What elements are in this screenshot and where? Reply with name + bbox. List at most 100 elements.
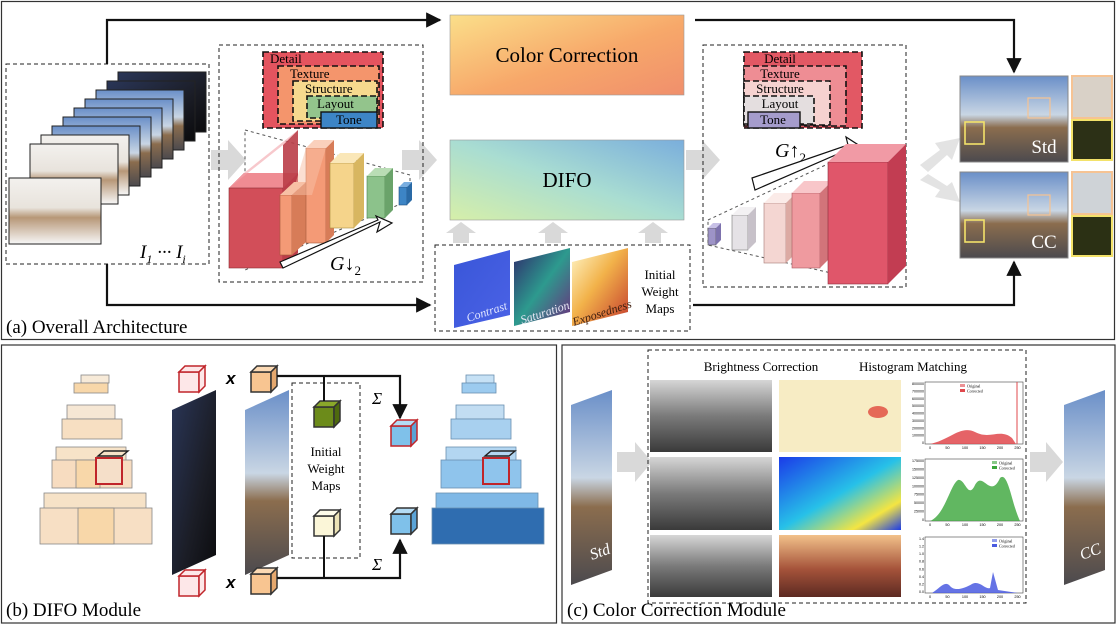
panel-c-caption: (c) Color Correction Module bbox=[567, 600, 786, 621]
top-sum-arrow bbox=[277, 374, 408, 420]
dec-tone-box bbox=[747, 111, 801, 129]
hist1-xtick-2: 100 bbox=[962, 446, 968, 450]
output-cube-bottom bbox=[389, 506, 419, 536]
up-arrow-3 bbox=[638, 222, 668, 243]
to-cc-arrow bbox=[693, 260, 1022, 307]
level-tone-box bbox=[320, 111, 378, 129]
encoder-blocks bbox=[228, 129, 412, 271]
warm-image bbox=[779, 535, 901, 597]
hist3-xtick-1: 50 bbox=[945, 595, 949, 599]
svg-text:Corrected: Corrected bbox=[999, 544, 1015, 549]
hist1-xtick-0: 0 bbox=[929, 446, 931, 450]
hist1-xtick-4: 200 bbox=[997, 446, 1003, 450]
heatmap-hotspot bbox=[868, 406, 888, 418]
hist1-xtick-1: 50 bbox=[945, 446, 949, 450]
hist1-ytick-8: 0 bbox=[922, 441, 924, 445]
difo-iwm-3: Maps bbox=[312, 478, 341, 493]
cc-zoom-dark bbox=[1071, 215, 1113, 257]
hist3-ytick-5: 0.4 bbox=[919, 575, 924, 579]
enc-level-structure: Structure bbox=[305, 81, 353, 96]
hist2-ytick-2: 125000 bbox=[912, 476, 924, 480]
initial-weight-maps-label-2: Weight bbox=[641, 284, 679, 299]
bright-exposure-image bbox=[245, 390, 289, 575]
encoder-frame bbox=[218, 44, 424, 283]
weight-map-images bbox=[454, 248, 628, 328]
weight-cube-cream bbox=[312, 508, 342, 538]
enc-level-texture: Texture bbox=[290, 66, 330, 81]
hist2-xtick-2: 100 bbox=[962, 523, 968, 527]
hist2-xtick-1: 50 bbox=[945, 523, 949, 527]
hist2-xtick-3: 150 bbox=[979, 523, 985, 527]
hist3-xtick-4: 200 bbox=[997, 595, 1003, 599]
bottom-sum-arrow bbox=[277, 538, 408, 580]
histogram-matching-label: Histogram Matching bbox=[859, 359, 967, 374]
downsample-label: G↓2 bbox=[330, 253, 361, 278]
enc-level-tone: Tone bbox=[336, 112, 362, 127]
cc-gray-arrow-in bbox=[617, 442, 652, 482]
enc-level-layout: Layout bbox=[317, 96, 354, 111]
to-std-arrow bbox=[695, 18, 1022, 74]
gray-image-1 bbox=[650, 380, 772, 452]
hist1-xtick-5: 250 bbox=[1014, 446, 1020, 450]
gray-image-2 bbox=[650, 457, 772, 530]
svg-text:Original: Original bbox=[967, 384, 981, 389]
input-pyramid bbox=[39, 374, 153, 545]
hist1-ytick-0: 800000 bbox=[912, 382, 924, 386]
output-cc-image: CC bbox=[959, 171, 1069, 259]
cc-zoom-cloud bbox=[1071, 171, 1113, 215]
gray-arrow-2 bbox=[402, 140, 437, 180]
hist2-ytick-4: 75000 bbox=[914, 493, 924, 497]
hist2-ytick-1: 150000 bbox=[912, 467, 924, 471]
output-std-image: Std bbox=[959, 75, 1069, 163]
selected-output-cell-top bbox=[483, 450, 517, 457]
hist2-ytick-0: 175000 bbox=[912, 459, 924, 463]
color-correction-block bbox=[449, 14, 685, 96]
hist3-ytick-3: 0.8 bbox=[919, 560, 924, 564]
gray-image-3 bbox=[650, 535, 772, 597]
weight-cube-top bbox=[177, 364, 207, 394]
dark-exposure-image bbox=[172, 390, 216, 575]
gray-arrow-1 bbox=[211, 140, 246, 180]
svg-text:Original: Original bbox=[999, 461, 1013, 466]
hist3-xtick-2: 100 bbox=[962, 595, 968, 599]
image-cube-bottom bbox=[249, 566, 279, 596]
hist1-ytick-3: 500000 bbox=[912, 404, 924, 408]
decoder-blocks bbox=[707, 135, 906, 285]
hist1-ytick-1: 700000 bbox=[912, 389, 924, 393]
hist3-ytick-7: 0.0 bbox=[919, 590, 924, 594]
hist3-ytick-4: 0.6 bbox=[919, 567, 924, 571]
hist3-ytick-0: 1.4 bbox=[919, 537, 924, 541]
hist1-ytick-2: 600000 bbox=[912, 397, 924, 401]
cc-overlay-label: CC bbox=[1031, 232, 1056, 253]
hist3-ytick-2: 1.0 bbox=[919, 552, 924, 556]
std-zoom-cloud bbox=[1071, 75, 1113, 119]
color-correction-label: Color Correction bbox=[496, 43, 639, 67]
cc-detail-frame bbox=[647, 349, 1027, 604]
dec-level-tone: Tone bbox=[760, 112, 786, 127]
gray-arrow-std bbox=[920, 138, 960, 172]
hist3-ytick-1: 1.2 bbox=[919, 545, 924, 549]
hist2-xtick-0: 0 bbox=[929, 523, 931, 527]
sum-top: Σ bbox=[371, 389, 382, 408]
dec-level-structure: Structure bbox=[756, 81, 804, 96]
hist1-ytick-6: 200000 bbox=[912, 426, 924, 430]
hist2-ytick-5: 50000 bbox=[914, 501, 924, 505]
hist3-ytick-6: 0.2 bbox=[919, 582, 924, 586]
selected-output-cell bbox=[482, 457, 510, 485]
gray-arrow-cc bbox=[920, 174, 960, 202]
cc-input-image bbox=[571, 390, 612, 585]
hist2-ytick-6: 25000 bbox=[914, 510, 924, 514]
input-image-stack bbox=[8, 71, 207, 245]
histogram-ticks: 8000007000006000005000004000003000002000… bbox=[912, 382, 1021, 599]
selected-input-cell bbox=[95, 457, 123, 485]
hist2-ytick-3: 100000 bbox=[912, 484, 924, 488]
std-zoom-dark bbox=[1071, 119, 1113, 161]
hist1-ytick-5: 300000 bbox=[912, 419, 924, 423]
dec-level-texture: Texture bbox=[760, 66, 800, 81]
jet-map-image bbox=[779, 457, 901, 530]
gray-arrow-3 bbox=[686, 140, 720, 180]
cc-output-label: CC bbox=[1078, 540, 1104, 563]
difo-block bbox=[449, 139, 685, 221]
top-skip-arrow bbox=[105, 12, 442, 64]
cc-output-image bbox=[1064, 390, 1105, 585]
